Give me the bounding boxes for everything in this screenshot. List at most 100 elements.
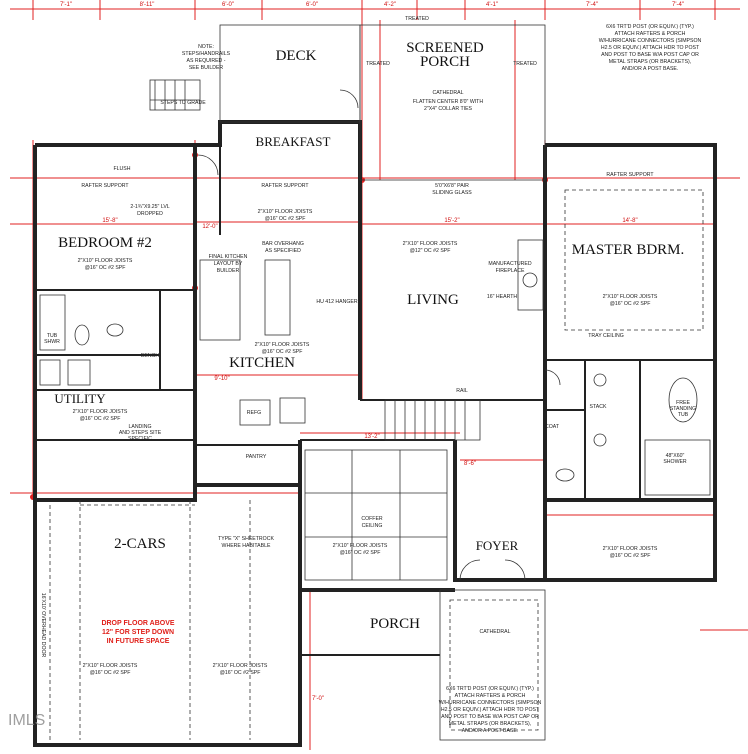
dim-bed2-width: 15'-8"	[102, 218, 117, 224]
note-freetub-1: FREE	[676, 400, 690, 406]
note-landing-3: SPECIFIC	[128, 436, 152, 442]
note-joists-kit-2: @16" OC #2 SPF	[265, 216, 306, 222]
label-kitchen: KITCHEN	[229, 355, 295, 371]
note-treated-top: TREATED	[405, 16, 429, 22]
note-joists-kit2-1: 2"X10" FLOOR JOISTS	[255, 342, 310, 348]
note-post-bot-7: AND/OR A POST BASE.	[462, 728, 519, 734]
dim-kitchen-width: 12'-0"	[202, 224, 217, 230]
note-steps: STEPS TO GRADE	[160, 100, 206, 106]
note-tray: TRAY CEILING	[588, 333, 624, 339]
note-joists-dining-1: 2"X10" FLOOR JOISTS	[333, 543, 388, 549]
dim-top-7: 7'-4"	[586, 2, 598, 8]
note-stack: STACK	[590, 404, 607, 410]
note-joists-kit2-2: @16" OC #2 SPF	[262, 349, 303, 355]
dim-top-6: 4'-1"	[486, 2, 498, 8]
note-flatten-2: 2"X4" COLLAR TIES	[424, 106, 473, 112]
note-fireplace-2: FIREPLACE	[496, 268, 525, 274]
note-tub-1: TUB	[47, 333, 58, 339]
note-post-bot-4: H2.5 OR EQUIV.) ATTACH HDR TO POST	[441, 707, 540, 713]
dim-top-2: 8'-11"	[140, 2, 155, 8]
note-rafter-left: RAFTER SUPPORT	[81, 183, 129, 189]
note-treated-left: TREATED	[366, 61, 390, 67]
label-breakfast: BREAKFAST	[256, 134, 331, 149]
note-post-bot-2: ATTACH RAFTERS & PORCH	[455, 693, 526, 699]
note-joists-gar1-1: 2"X10" FLOOR JOISTS	[83, 663, 138, 669]
outdoor-areas	[39, 24, 711, 741]
note-joists-foyer-2: @16" OC #2 SPF	[610, 553, 651, 559]
note-coffer-2: CEILING	[362, 523, 383, 529]
label-bedroom2: BEDROOM #2	[58, 235, 152, 251]
watermark: IMLS	[8, 712, 45, 729]
note-post-top-6: METAL STRAPS (OR BRACKETS),	[609, 59, 691, 65]
note-joists-bed2-2: @16" OC #2 SPF	[85, 265, 126, 271]
note-joists-foyer-1: 2"X10" FLOOR JOISTS	[603, 546, 658, 552]
notes: RAFTER SUPPORT RAFTER SUPPORT RAFTER SUP…	[40, 16, 702, 734]
label-living: LIVING	[407, 292, 459, 308]
note-kitchen-layout-1: FINAL KITCHEN	[209, 254, 248, 260]
note-sheetrock-2: WHERE HABITABLE	[222, 543, 271, 549]
note-joists-gar2-1: 2"X10" FLOOR JOISTS	[213, 663, 268, 669]
dim-top-4: 6'-0"	[306, 2, 318, 8]
dim-top-5: 4'-2"	[384, 2, 396, 8]
note-tub-2: SHWR	[44, 339, 60, 345]
label-deck: DECK	[276, 48, 317, 64]
note-stepnote-3: AS REQUIRED -	[187, 58, 226, 64]
label-foyer: FOYER	[476, 538, 519, 553]
note-post-top-4: H2.5 OR EQUIV.) ATTACH HDR TO POST	[601, 45, 700, 51]
label-porch: PORCH	[370, 616, 420, 632]
note-coat: COAT	[545, 424, 560, 430]
dim-top-1: 7'-1"	[60, 2, 72, 8]
label-refg: REFG	[247, 410, 261, 416]
note-post-top-3: W/HURRICANE CONNECTORS (SIMPSON	[599, 38, 702, 44]
note-fireplace-1: MANUFACTURED	[488, 261, 531, 267]
note-joists-master-2: @16" OC #2 SPF	[610, 301, 651, 307]
note-lvl-2: DROPPED	[137, 211, 163, 217]
label-pantry: PANTRY	[246, 454, 267, 460]
note-post-top-2: ATTACH RAFTERS & PORCH	[615, 31, 686, 37]
note-rafter-right: RAFTER SUPPORT	[606, 172, 654, 178]
dim-kitchen-depth: 9'-10"	[214, 376, 229, 382]
note-landing-2: AND STEPS SITE	[119, 430, 162, 436]
label-screened-porch-2: PORCH	[420, 54, 470, 70]
note-joists-util-2: @16" OC #2 SPF	[80, 416, 121, 422]
note-stepnote-1: NOTE:	[198, 44, 214, 50]
note-shower-2: SHOWER	[663, 459, 687, 465]
label-garage: 2-CARS	[114, 536, 166, 552]
note-bench: BENCH	[141, 353, 159, 359]
note-stepnote-2: STEPS/HANDRAILS	[182, 51, 231, 57]
note-bar-2: AS SPECIFIED	[265, 248, 301, 254]
note-freetub-3: TUB	[678, 412, 689, 418]
note-sliding-2: SLIDING GLASS	[432, 190, 472, 196]
note-drop-floor-1: DROP FLOOR ABOVE	[101, 620, 174, 627]
note-bar-1: BAR OVERHANG	[262, 241, 304, 247]
note-joists-util-1: 2"X10" FLOOR JOISTS	[73, 409, 128, 415]
note-joists-gar1-2: @16" OC #2 SPF	[90, 670, 131, 676]
note-joists-dining-2: @16" OC #2 SPF	[340, 550, 381, 556]
note-cathedral: CATHEDRAL	[432, 90, 463, 96]
note-landing-1: LANDING	[128, 424, 151, 430]
note-treated-right: TREATED	[513, 61, 537, 67]
dim-living-width: 15'-2"	[444, 218, 459, 224]
dim-dining-width: 13'-2"	[364, 434, 379, 440]
dim-foyer-width: 8'-6"	[464, 461, 476, 467]
note-joists-living-1: 2"X10" FLOOR JOISTS	[403, 241, 458, 247]
dim-top-3: 6'-0"	[222, 2, 234, 8]
note-joists-master-1: 2"X10" FLOOR JOISTS	[603, 294, 658, 300]
note-cathedral-porch: CATHEDRAL	[479, 629, 510, 635]
note-hanger: HU 412 HANGER	[316, 299, 357, 305]
note-post-top-5: AND POST TO BASE W/A POST CAP OR	[601, 52, 699, 58]
note-joists-bed2-1: 2"X10" FLOOR JOISTS	[78, 258, 133, 264]
note-flatten-1: FLATTEN CENTER 8'0" WITH	[413, 99, 483, 105]
note-sheetrock-1: TYPE "X" SHEETROCK	[218, 536, 274, 542]
note-joists-kit-1: 2"X10" FLOOR JOISTS	[258, 209, 313, 215]
note-lvl-1: 2-1¾"X9.25" LVL	[130, 204, 169, 210]
note-sliding-1: 5'0"X6'8" PAIR	[435, 183, 469, 189]
note-flush: FLUSH	[113, 166, 130, 172]
note-rail: RAIL	[456, 388, 468, 394]
label-screened-porch-1: SCREENED	[406, 40, 484, 56]
note-shower-1: 48"X60"	[666, 453, 685, 459]
note-joists-gar2-2: @16" OC #2 SPF	[220, 670, 261, 676]
note-post-bot-6: METAL STRAPS (OR BRACKETS),	[449, 721, 531, 727]
note-post-bot-5: AND POST TO BASE W/A POST CAP OR	[441, 714, 539, 720]
